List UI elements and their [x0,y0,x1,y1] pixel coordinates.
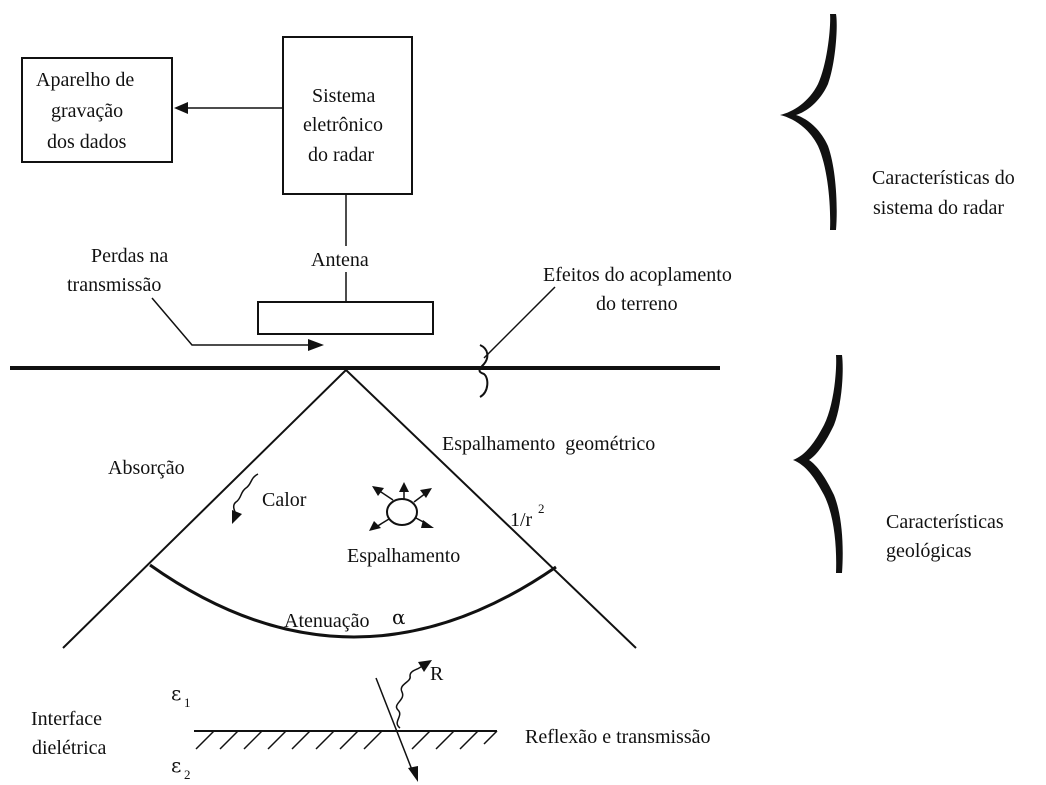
heat-arrowhead [232,510,242,524]
cone-right-edge [345,369,637,649]
transmission-loss-arrowhead [308,339,324,351]
transmission-loss-label-line1: Perdas na [91,245,168,267]
heat-label: Calor [262,489,307,511]
transmission-loss-arrow [151,297,312,346]
geometric-spreading-label: Espalhamento geométrico [442,433,655,455]
data-flow-arrowhead [174,102,188,114]
reflected-wavy-ray [395,665,423,729]
electronics-label-line3: do radar [308,144,374,166]
coupling-pointer [483,286,556,359]
coupling-label-line2: do terreno [596,293,678,315]
inverse-square-exponent: 2 [538,501,545,516]
scatter-head-lower-left [369,521,381,531]
radar-system-brace [780,14,837,230]
scatter-head-upper-left [372,486,384,496]
epsilon1-subscript: 1 [184,695,191,710]
epsilon1-symbol: ε [171,681,181,705]
recorder-box [21,57,173,163]
geological-label-line2: geológicas [886,540,972,562]
interface-hatching [195,730,498,750]
recorder-label-line2: gravação [51,100,123,122]
epsilon2-subscript: 2 [184,767,191,782]
electronics-label-line2: eletrônico [303,114,383,136]
electronics-box [282,36,413,195]
epsilon2-symbol: ε [171,753,181,777]
coupling-label-line1: Efeitos do acoplamento [543,264,732,286]
geological-brace [793,355,843,573]
geological-label-line1: Características [886,511,1004,533]
electronics-label-line1: Sistema [312,85,375,107]
heat-wavy-arrow [232,473,259,515]
scatter-head-upper-right [420,488,432,498]
coupling-brace [478,344,489,398]
alpha-symbol: α [392,605,406,629]
cone-left-edge [62,369,347,649]
scattering-label: Espalhamento [347,545,460,567]
recorder-label-line3: dos dados [47,131,127,153]
scatter-head-lower-right [421,520,434,528]
transmission-loss-label-line2: transmissão [67,274,161,296]
radar-system-label-line2: sistema do radar [873,197,1004,219]
recorder-label-line1: Aparelho de [36,69,134,91]
scatter-head-up [399,482,409,492]
incident-ray [375,677,415,776]
reflection-transmission-label: Reflexão e transmissão [525,726,711,748]
transmitted-arrowhead [408,766,418,782]
radar-system-label-line1: Características do [872,167,1015,189]
reflection-symbol: R [430,663,444,685]
attenuation-arc [149,563,557,639]
inverse-square-label: 1/r [510,509,533,531]
scatterer-particle [386,498,418,526]
interface-label-line1: Interface [31,708,102,730]
absorption-label: Absorção [108,457,185,479]
antenna-label: Antena [311,249,369,271]
interface-label-line2: dielétrica [32,737,107,759]
reflected-arrowhead [418,660,432,672]
attenuation-label: Atenuação [284,610,370,632]
antenna [257,301,434,335]
